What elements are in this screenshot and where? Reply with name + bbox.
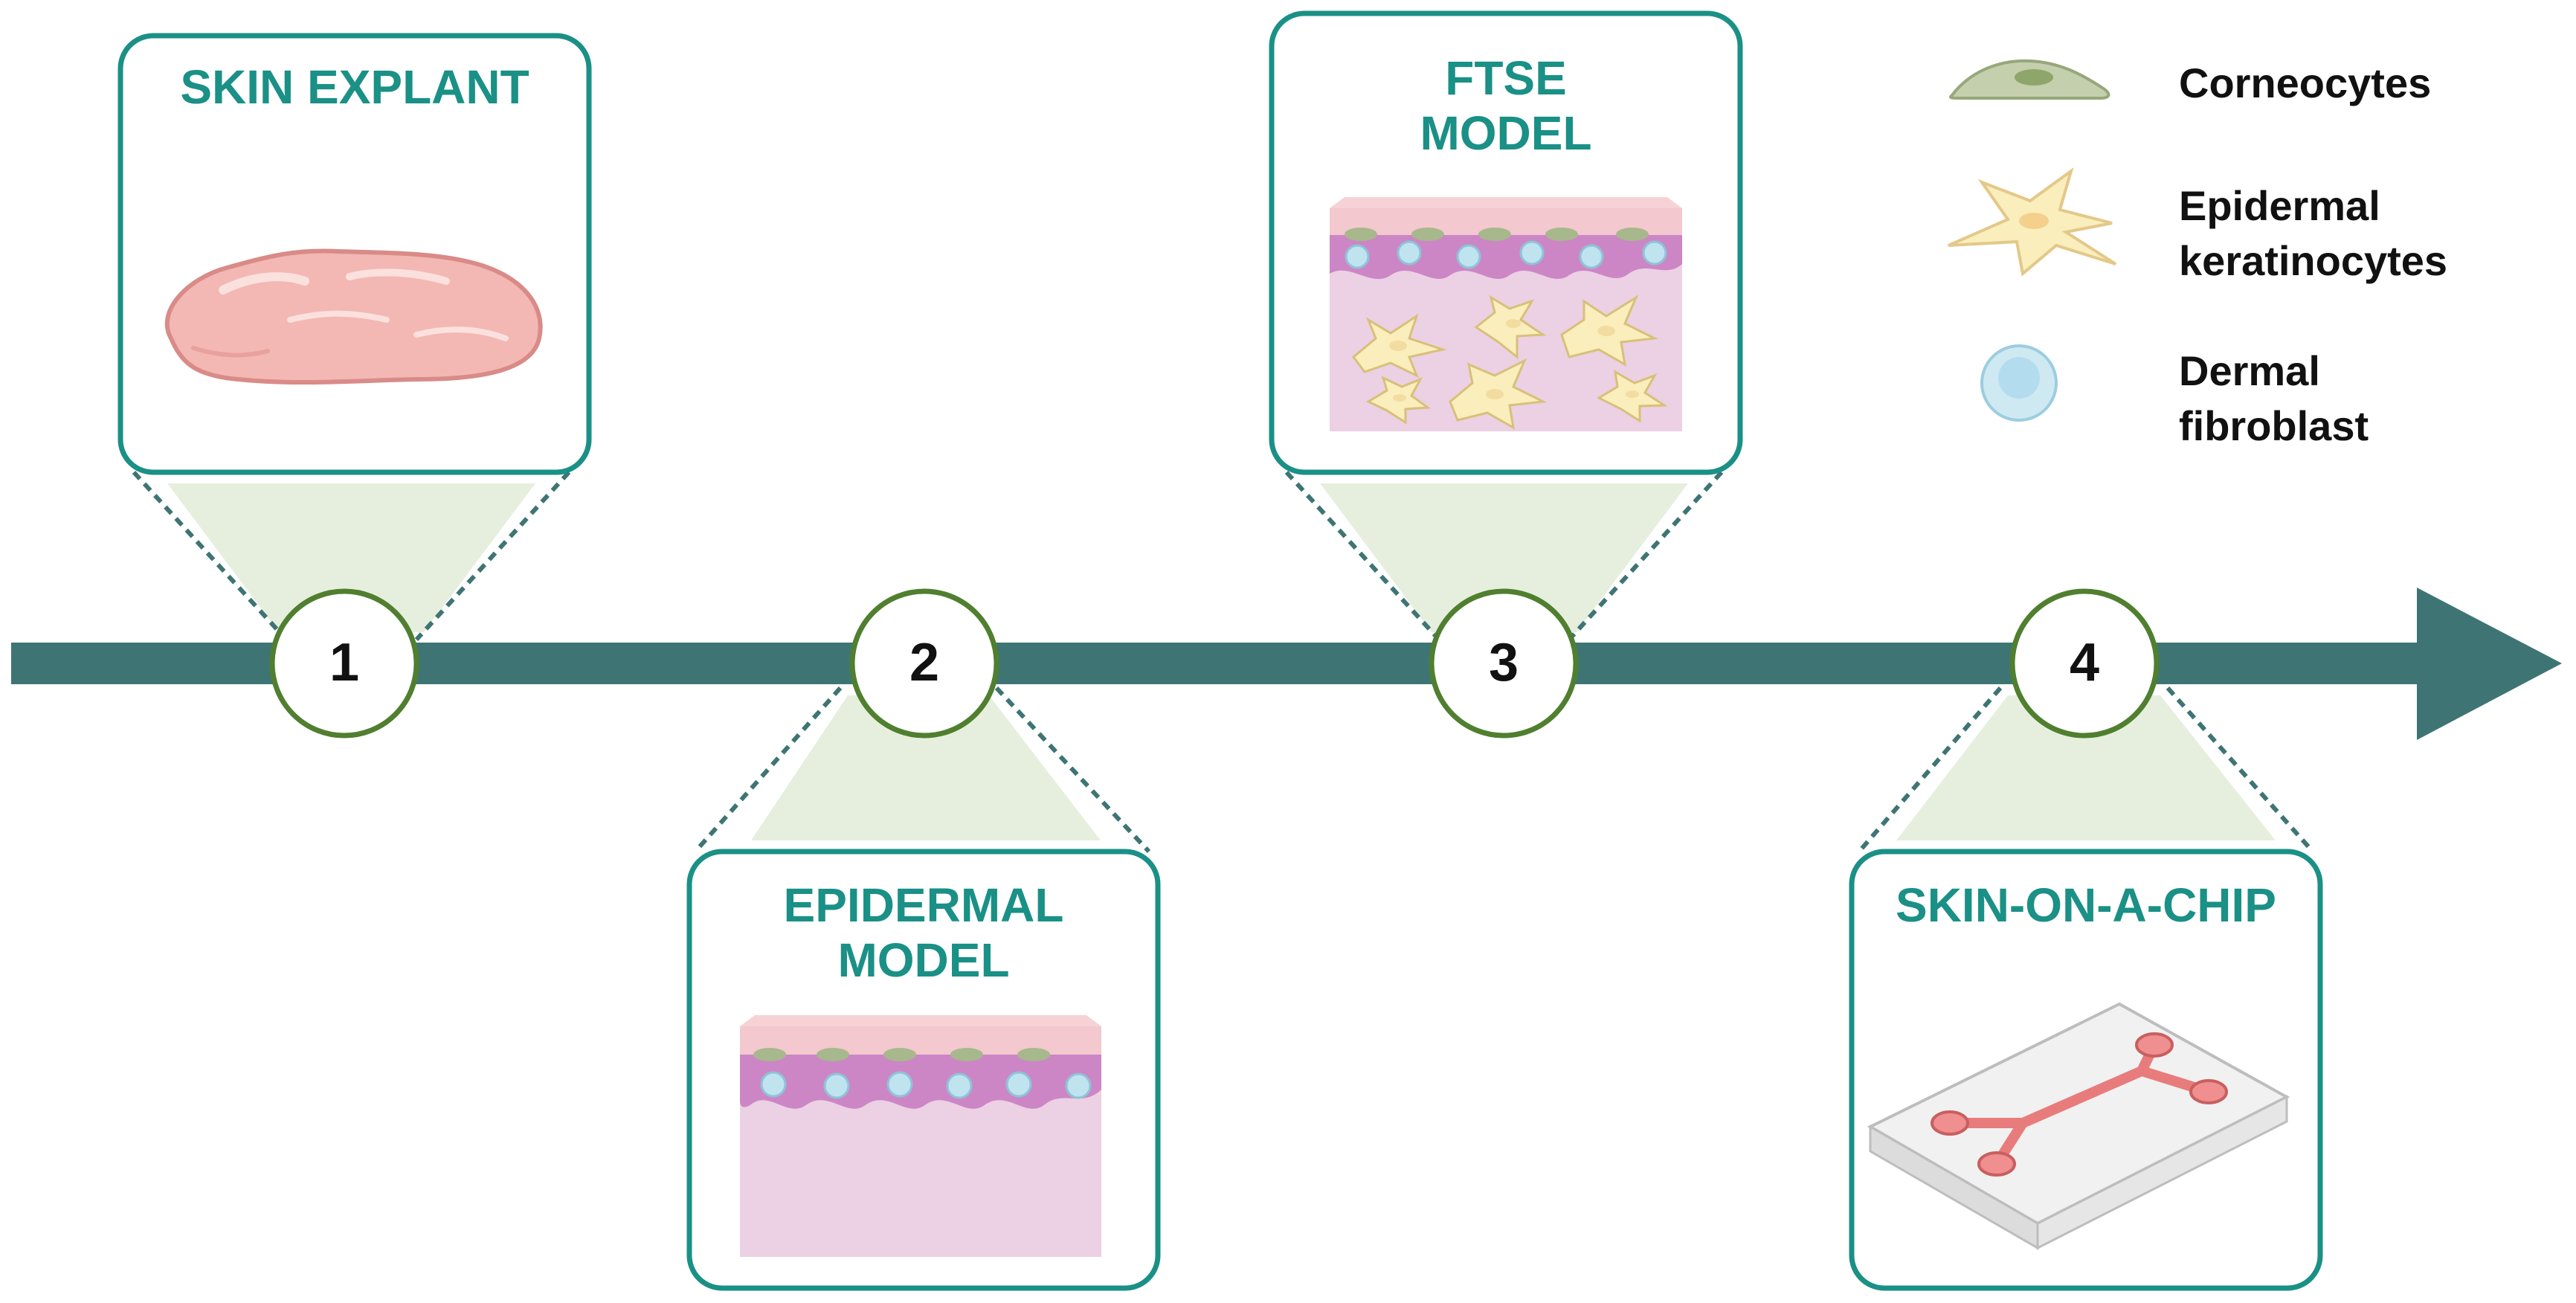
legend-label-keratinocytes: Epidermal keratinocytes — [2179, 182, 2448, 284]
step-number-2: 2 — [909, 633, 939, 692]
legend-label-corneocytes: Corneocytes — [2179, 59, 2432, 106]
step-nodes: 1 2 3 4 — [269, 588, 2160, 739]
step-node-4: 4 — [2009, 588, 2160, 739]
wedge-step-2 — [751, 695, 1101, 840]
corneocyte-icon — [1949, 59, 2110, 100]
connector-wedges — [167, 483, 2276, 840]
epidermal-model-icon — [740, 1015, 1101, 1257]
legend-icons — [1948, 59, 2117, 422]
wedge-step-4 — [1896, 695, 2276, 840]
wedge-step-3 — [1320, 483, 1688, 632]
skin-explant-tissue-icon — [164, 248, 543, 385]
title-skin-on-a-chip: SKIN-ON-A-CHIP — [1896, 878, 2276, 932]
ftse-model-icon — [1330, 197, 1682, 431]
step-node-3: 3 — [1429, 588, 1579, 739]
wedge-step-1 — [167, 483, 535, 632]
fibroblast-icon — [1980, 344, 2058, 422]
title-ftse-model: FTSE MODEL — [1420, 51, 1592, 160]
timeline-arrow-head — [2417, 588, 2562, 740]
title-skin-explant: SKIN EXPLANT — [180, 60, 529, 114]
step-node-1: 1 — [269, 588, 419, 739]
legend-label-fibroblast: Dermal fibroblast — [2179, 347, 2369, 449]
step-number-4: 4 — [2070, 633, 2099, 692]
connector-dashed-lines — [132, 470, 2315, 854]
step-node-2: 2 — [849, 588, 999, 739]
keratinocyte-icon — [1948, 167, 2117, 277]
title-epidermal-model: EPIDERMAL MODEL — [783, 878, 1064, 987]
microfluidic-chip-icon — [1867, 1002, 2290, 1250]
step-number-1: 1 — [329, 633, 359, 692]
step-number-3: 3 — [1489, 633, 1519, 692]
